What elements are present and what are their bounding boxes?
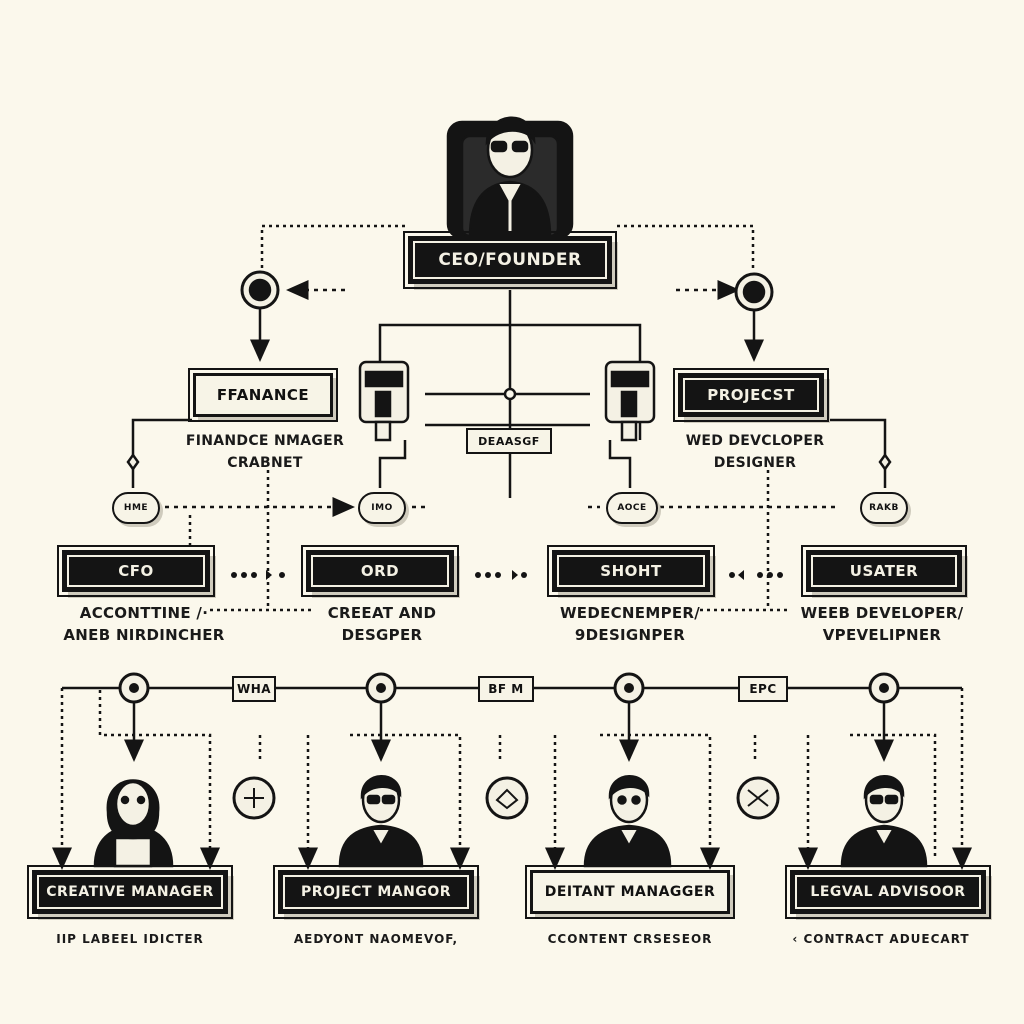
- projects-department-box[interactable]: PROJECST: [673, 368, 829, 422]
- usater-box[interactable]: USATER: [801, 545, 967, 597]
- shoht-box[interactable]: SHOHT: [547, 545, 715, 597]
- legal-advisor-avatar: [840, 775, 928, 868]
- creative-manager-box[interactable]: CREATIVE MANAGER: [27, 865, 233, 919]
- connector-tag-wha: WHA: [232, 676, 276, 702]
- finance-department-label: FFANANCE: [216, 386, 310, 404]
- project-manager-box[interactable]: PROJECT MANGOR: [273, 865, 479, 919]
- legal-advisor-box[interactable]: LEGVAL ADVISOOR: [785, 865, 991, 919]
- center-tag: DEAASGF: [466, 428, 552, 454]
- finance-department-caption: FINANDCE NMAGER CRABNET: [185, 433, 345, 471]
- pill-rakb[interactable]: RAKB: [860, 492, 908, 524]
- usater-caption: WEEB DEVELOPER/ VPEVELIPNER: [800, 604, 964, 644]
- pill-imo[interactable]: IMO: [358, 492, 406, 524]
- pill-hme[interactable]: HME: [112, 492, 160, 524]
- ceo-label: CEO/FOUNDER: [438, 250, 582, 270]
- deitant-manager-caption: CCONTENT CRSESEOR: [547, 932, 713, 946]
- cfo-box[interactable]: CFO: [57, 545, 215, 597]
- legal-advisor-caption: ‹ CONTRACT ADUECART: [792, 932, 970, 946]
- shoht-caption: WEDECNEMPER/ 9DESIGNPER: [559, 604, 701, 644]
- projects-department-label: PROJECST: [707, 386, 795, 404]
- ord-box[interactable]: ORD: [301, 545, 459, 597]
- ceo-avatar: [446, 116, 574, 240]
- staff-avatars: [93, 775, 928, 868]
- connector-tag-epc: EPC: [738, 676, 788, 702]
- deitant-manager-box[interactable]: DEITANT MANAGGER: [525, 865, 735, 919]
- creative-manager-caption: IIP LABEEL IDICTER: [56, 932, 204, 946]
- project-manager-avatar: [338, 775, 424, 868]
- ceo-box[interactable]: CEO/FOUNDER: [403, 231, 617, 289]
- creative-manager-avatar: [93, 779, 174, 868]
- connector-tag-bfm: BF M: [478, 676, 534, 702]
- project-manager-caption: AEDYONT NAOMEVOF,: [293, 932, 459, 946]
- pill-aoce[interactable]: AOCE: [606, 492, 658, 524]
- deitant-manager-avatar: [583, 775, 672, 868]
- ord-caption: CREEAT AND DESGPER: [327, 604, 437, 644]
- finance-department-box[interactable]: FFANANCE: [188, 368, 338, 422]
- projects-department-caption: WED DEVCLOPER DESIGNER: [685, 433, 825, 471]
- cfo-caption: ACCONTTINE /· ANEB NIRDINCHER: [63, 604, 225, 644]
